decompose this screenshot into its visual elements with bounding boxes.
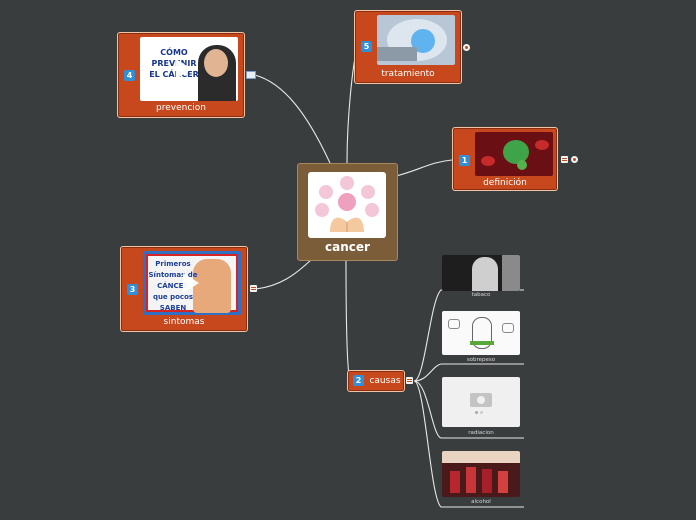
subtopic-caption: tabaco [471,292,491,298]
alcohol-drinks-photo [442,451,520,497]
link-sintomas [255,258,313,290]
topic-causas[interactable]: 2 causas [347,370,405,392]
note-icon[interactable] [250,285,257,292]
central-topic-cancer[interactable]: cancer [297,163,398,261]
subtopic-alcohol[interactable]: alcohol [442,451,520,509]
link-alcohol [413,380,524,508]
cell-microscope-image [475,132,553,176]
note-icon[interactable] [561,156,568,163]
link-prevencion [249,73,331,164]
topic-number-badge: 3 [127,284,138,295]
central-topic-label: cancer [325,240,370,254]
link-definicion [395,159,453,177]
subtopic-caption: alcohol [471,499,491,505]
image-placeholder [442,377,520,427]
overweight-sketch [442,311,520,355]
topic-label: tratamiento [381,69,435,79]
link-tabaco [413,289,524,382]
subtopic-caption: sobrepeso [466,357,496,363]
patient-figure [193,259,231,313]
radiotherapy-image [377,15,455,65]
link-sobrepeso [413,363,524,382]
presenter-face [204,49,228,77]
topic-number-badge: 2 [353,375,364,386]
topic-label: prevencion [156,103,206,113]
link-icon[interactable] [571,156,578,163]
hands-holding-organs-icon [308,172,386,238]
subtopic-caption: radiacion [468,430,494,436]
topic-sintomas[interactable]: 3 Primeros Síntomas de CÁNCER que pocos … [120,246,248,332]
video-thumbnail[interactable]: Primeros Síntomas de CÁNCER que pocos SA… [143,251,241,315]
link-icon[interactable] [463,44,470,51]
topic-number-badge: 1 [459,155,470,166]
topic-label: sintomas [163,317,205,327]
subtopic-sobrepeso[interactable]: sobrepeso [442,311,520,367]
link-radiacion [413,380,524,439]
topic-number-badge: 4 [124,70,135,81]
topic-prevencion[interactable]: 4 CÓMO PREVENIR EL CÁNCER prevencion [117,32,245,118]
topic-label: definición [483,178,527,188]
topic-definicion[interactable]: 1 definición [452,127,558,191]
video-title: CÓMO PREVENIR EL CÁNCER [149,48,199,79]
video-title: Primeros Síntomas de CÁNCER que pocos SA… [148,260,198,312]
topic-label: causas [369,376,401,386]
smoking-photo [442,255,520,291]
topic-tratamiento[interactable]: 5 tratamiento [354,10,462,84]
topic-number-badge: 5 [361,41,372,52]
email-icon[interactable] [246,71,256,79]
link-causas [345,258,351,382]
play-icon[interactable] [176,59,192,79]
subtopic-tabaco[interactable]: tabaco [442,255,520,299]
note-icon[interactable] [406,377,413,384]
play-icon[interactable] [183,273,199,293]
subtopic-radiacion[interactable]: radiacion [442,377,520,439]
video-thumbnail[interactable]: CÓMO PREVENIR EL CÁNCER [140,37,238,101]
